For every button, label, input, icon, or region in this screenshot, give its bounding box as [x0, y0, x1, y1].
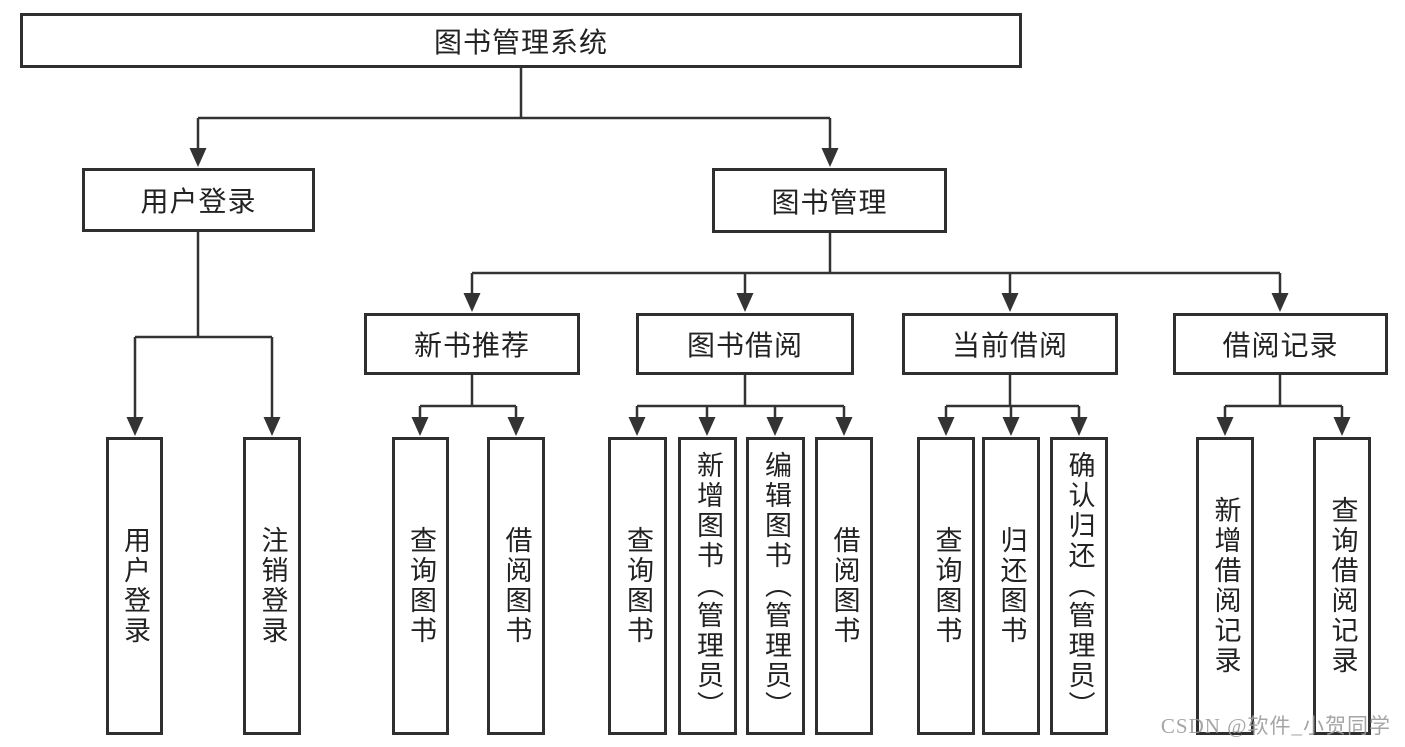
node-borrowing-records: 借阅记录	[1173, 313, 1388, 375]
leaf-borrowing-edit-books-admin: 编辑图书（管理员）	[746, 437, 805, 735]
node-label: 图书借阅	[686, 331, 803, 362]
node-user-login: 用户登录	[82, 168, 315, 232]
leaf-current-return-books: 归还图书	[982, 437, 1040, 735]
node-label: 用户登录	[140, 187, 257, 218]
leaf-borrowing-query-books: 查询图书	[608, 437, 667, 735]
node-label: 用户登录	[120, 526, 150, 646]
node-label: 图书管理系统	[433, 27, 608, 59]
node-label: 编辑图书（管理员）	[761, 451, 791, 721]
node-label: 查询图书	[623, 526, 653, 646]
leaf-user-login: 用户登录	[106, 437, 163, 735]
node-label: 查询图书	[931, 526, 962, 646]
node-label: 借阅图书	[501, 526, 532, 646]
node-label: 新增借阅记录	[1210, 496, 1241, 676]
node-label: 归还图书	[996, 526, 1027, 646]
leaf-recommend-query-books: 查询图书	[392, 437, 449, 735]
leaf-current-confirm-return-admin: 确认归还（管理员）	[1050, 437, 1108, 735]
node-book-management: 图书管理	[712, 168, 947, 233]
node-root-system: 图书管理系统	[20, 13, 1022, 68]
leaf-borrowing-add-books-admin: 新增图书（管理员）	[678, 437, 737, 735]
arrowhead-icons	[126, 148, 1351, 436]
leaf-records-query-record: 查询借阅记录	[1313, 437, 1371, 735]
node-book-borrowing: 图书借阅	[636, 313, 854, 375]
csdn-watermark: CSDN @软件_小贺同学	[1160, 714, 1391, 738]
node-new-book-recommend: 新书推荐	[364, 313, 580, 375]
node-label: 图书管理	[771, 187, 888, 219]
node-label: 新书推荐	[413, 331, 530, 362]
leaf-current-query-books: 查询图书	[917, 437, 975, 735]
leaf-recommend-borrow-books: 借阅图书	[487, 437, 545, 735]
node-label: 新增图书（管理员）	[693, 451, 723, 721]
node-current-borrowing: 当前借阅	[902, 313, 1118, 375]
leaf-borrowing-borrow-books: 借阅图书	[815, 437, 873, 735]
node-label: 查询图书	[406, 526, 436, 646]
node-label: 当前借阅	[951, 331, 1068, 362]
leaf-logout: 注销登录	[243, 437, 301, 735]
node-label: 注销登录	[257, 526, 288, 646]
node-label: 查询借阅记录	[1327, 496, 1358, 676]
leaf-records-add-record: 新增借阅记录	[1196, 437, 1254, 735]
node-label: 确认归还（管理员）	[1064, 451, 1095, 721]
node-label: 借阅记录	[1222, 331, 1339, 362]
node-label: 借阅图书	[829, 526, 860, 646]
